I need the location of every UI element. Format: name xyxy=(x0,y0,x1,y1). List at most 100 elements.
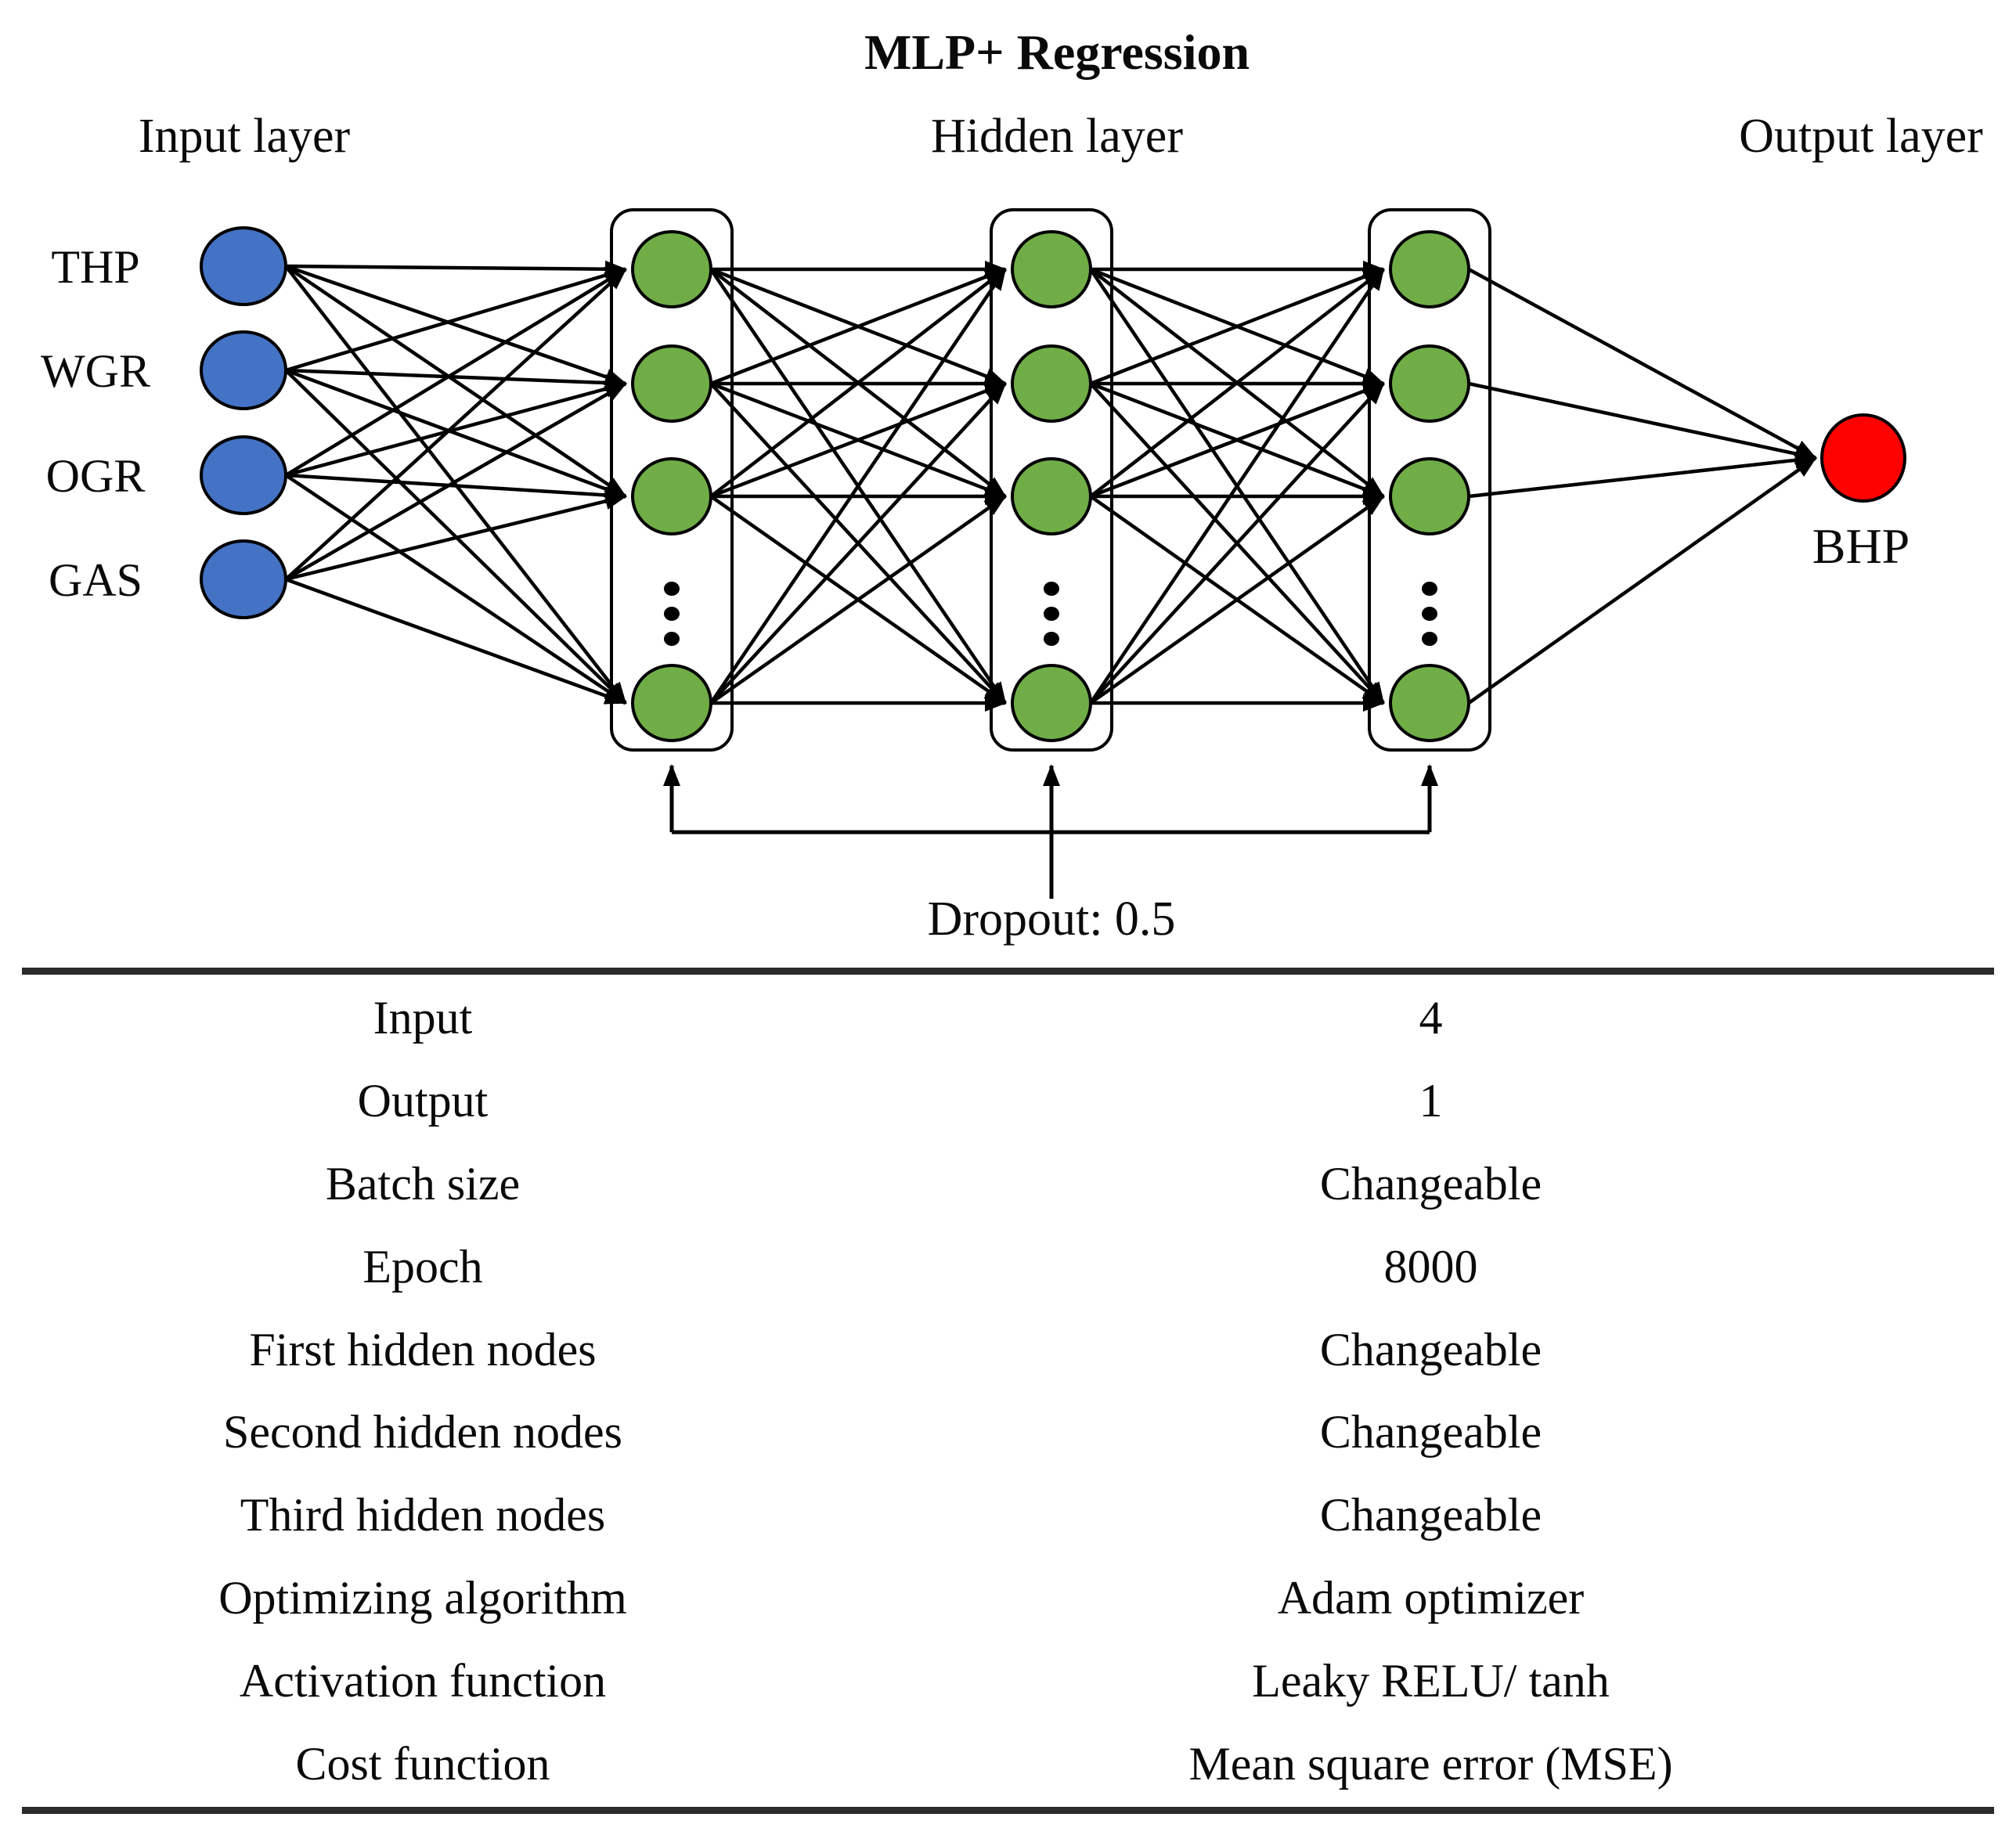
hidden-node xyxy=(1011,230,1092,308)
hidden-node xyxy=(1389,230,1470,308)
ellipsis-dot xyxy=(664,582,680,596)
table-row: Input 4 xyxy=(0,976,2016,1059)
hidden-node xyxy=(1011,344,1092,423)
nodes-group xyxy=(200,226,1906,742)
connection-edge xyxy=(710,381,1007,499)
param-label: Third hidden nodes xyxy=(240,1489,606,1541)
connection-edge xyxy=(1089,495,1385,705)
table-row: First hidden nodes Changeable xyxy=(0,1308,2016,1391)
hidden-node xyxy=(631,457,712,535)
hidden-layer-box xyxy=(990,208,1113,752)
hidden-node xyxy=(1389,344,1470,423)
connection-edge xyxy=(285,260,627,278)
input-node-thp xyxy=(200,226,287,306)
param-label: Output xyxy=(357,1074,489,1127)
network-diagram: MLP+ Regression Input layer Hidden layer… xyxy=(41,24,1983,946)
dropout-label: Dropout: 0.5 xyxy=(928,892,1176,946)
param-label: Cost function xyxy=(295,1738,550,1790)
input-node-label: WGR xyxy=(41,345,150,397)
connection-edge xyxy=(285,380,627,478)
connection-edge xyxy=(1467,268,1817,460)
connection-edge xyxy=(285,368,627,391)
param-label: Input xyxy=(373,991,473,1044)
param-label: First hidden nodes xyxy=(249,1323,597,1376)
connection-edge xyxy=(1089,268,1385,705)
param-value: 1 xyxy=(1419,1074,1443,1127)
connection-edge xyxy=(284,265,627,498)
connection-edge xyxy=(284,268,627,477)
output-node-label: BHP xyxy=(1812,518,1910,574)
connection-edge xyxy=(1467,456,1817,705)
param-label: Batch size xyxy=(325,1157,521,1210)
connection-edge xyxy=(709,382,1007,705)
connection-edge xyxy=(284,474,627,705)
param-label: Optimizing algorithm xyxy=(218,1572,627,1624)
hidden-node xyxy=(631,230,712,308)
param-value: Changeable xyxy=(1319,1323,1542,1376)
input-node-label: OGR xyxy=(46,450,146,502)
output-node xyxy=(1820,413,1906,503)
table-top-rule xyxy=(22,968,1994,975)
connection-edge xyxy=(709,495,1007,705)
param-value: Mean square error (MSE) xyxy=(1188,1738,1673,1790)
dropout-annotation-group xyxy=(663,764,1438,899)
output-layer-label: Output layer xyxy=(1739,110,1983,163)
input-node-label: GAS xyxy=(49,554,142,606)
connection-edge xyxy=(1090,267,1385,386)
connection-edge xyxy=(1089,382,1385,705)
hidden-node xyxy=(1389,664,1470,742)
ellipsis-dot xyxy=(664,607,680,621)
table-row: Batch size Changeable xyxy=(0,1142,2016,1225)
table-row: Epoch 8000 xyxy=(0,1225,2016,1308)
connection-edge xyxy=(285,473,627,504)
hidden-node xyxy=(631,344,712,423)
input-node-gas xyxy=(200,539,287,619)
param-value: Adam optimizer xyxy=(1277,1572,1585,1624)
connection-edge xyxy=(710,267,1007,386)
connection-edge xyxy=(1090,381,1385,499)
hidden-layer-label: Hidden layer xyxy=(931,110,1183,163)
ellipsis-dot xyxy=(1422,607,1437,621)
hidden-node xyxy=(1389,457,1470,535)
connection-edge xyxy=(285,577,627,705)
ellipsis-dot xyxy=(664,632,680,646)
table-row: Cost function Mean square error (MSE) xyxy=(0,1722,2016,1805)
table-row: Output 1 xyxy=(0,1059,2016,1142)
hidden-layer-box xyxy=(610,208,734,752)
ellipsis-dot xyxy=(1044,632,1059,646)
param-label: Activation function xyxy=(239,1655,607,1707)
hidden-layer-box xyxy=(1368,208,1491,752)
connection-edge xyxy=(709,268,1007,498)
input-node-ogr xyxy=(200,435,287,515)
edges-group xyxy=(284,260,1817,712)
param-value: 4 xyxy=(1419,991,1443,1044)
hidden-node xyxy=(1011,664,1092,742)
param-value: Changeable xyxy=(1319,1157,1542,1210)
param-label: Second hidden nodes xyxy=(223,1406,622,1458)
connection-edge xyxy=(284,382,627,581)
hidden-node xyxy=(631,664,712,742)
param-value: Changeable xyxy=(1319,1489,1542,1541)
diagram-title: MLP+ Regression xyxy=(864,24,1250,80)
table-row: Optimizing algorithm Adam optimizer xyxy=(0,1556,2016,1639)
input-layer-label: Input layer xyxy=(139,110,351,163)
param-value: 8000 xyxy=(1383,1240,1478,1293)
input-node-wgr xyxy=(200,330,287,410)
hidden-layer-boxes-group xyxy=(610,208,1491,752)
ellipsis-dot xyxy=(1422,582,1437,596)
ellipsis-dot xyxy=(1044,607,1059,621)
table-bottom-rule xyxy=(22,1807,1994,1814)
connection-edge xyxy=(1468,381,1817,463)
table-row: Third hidden nodes Changeable xyxy=(0,1473,2016,1556)
connection-edge xyxy=(1468,451,1817,499)
connection-edge xyxy=(285,492,627,582)
connection-edge xyxy=(284,268,627,581)
connection-edge xyxy=(285,368,627,499)
connection-edge xyxy=(709,268,1007,705)
ellipsis-dot xyxy=(1422,632,1437,646)
param-label: Epoch xyxy=(362,1240,483,1293)
